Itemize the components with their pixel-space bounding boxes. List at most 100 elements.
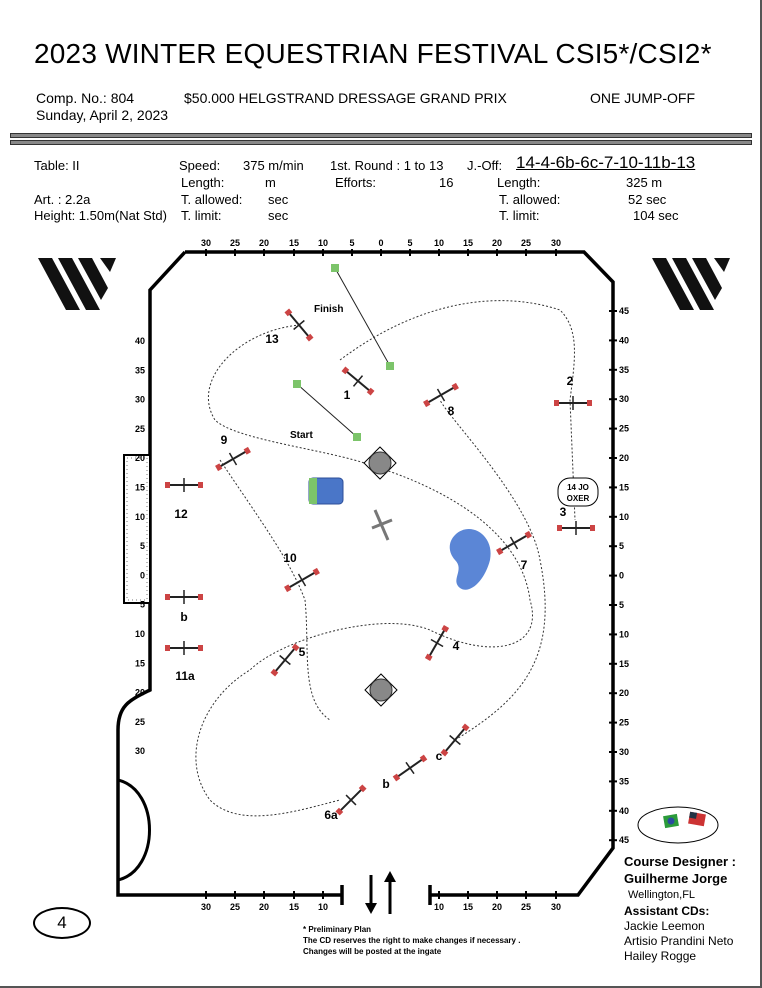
axis-tick-label: 15 xyxy=(463,902,473,912)
jump-number-label: 5 xyxy=(299,645,306,659)
page-title: 2023 WINTER EQUESTRIAN FESTIVAL CSI5*/CS… xyxy=(34,38,712,69)
flower-decoration xyxy=(371,509,393,541)
axis-tick-label: 25 xyxy=(619,424,629,434)
jump-number-label: 4 xyxy=(453,639,460,653)
article: Art. : 2.2a xyxy=(34,192,91,207)
jump-obstacle xyxy=(557,521,595,535)
axis-tick-label: 40 xyxy=(619,806,629,816)
axis-tick-label: 15 xyxy=(135,483,145,493)
page-number: 4 xyxy=(33,907,91,939)
jump-obstacle xyxy=(335,784,367,816)
axis-tick-label: 10 xyxy=(318,238,328,248)
jump-off-label: J.-Off: xyxy=(467,158,503,173)
course-track xyxy=(195,300,576,817)
jump-obstacle xyxy=(284,308,314,342)
divider xyxy=(10,140,752,145)
finish-label: Finish xyxy=(314,304,343,315)
competition-format: ONE JUMP-OFF xyxy=(590,90,695,106)
axis-tick-label: 30 xyxy=(135,746,145,756)
assistant-name: Artisio Prandini Neto xyxy=(624,934,734,948)
axis-tick-label: 15 xyxy=(463,238,473,248)
jump-number-label: b xyxy=(180,610,187,624)
course-designer-label: Course Designer : xyxy=(624,854,736,869)
axis-tick-label: 15 xyxy=(619,659,629,669)
w-logo-left xyxy=(38,258,116,310)
jump-off-time-limit-label: T. limit: xyxy=(499,208,540,223)
svg-text:OXER: OXER xyxy=(567,494,590,503)
jump-obstacle xyxy=(424,625,450,661)
axis-tick-label: 30 xyxy=(619,394,629,404)
jump-number-label: 10 xyxy=(283,551,297,565)
grandstand-box xyxy=(123,454,151,604)
jump-obstacle xyxy=(496,530,532,556)
jump-obstacle xyxy=(165,478,203,492)
w-logo-right xyxy=(652,258,730,310)
axis-tick-label: 10 xyxy=(619,512,629,522)
axis-tick-label: 15 xyxy=(135,658,145,668)
jump-number-label: 3 xyxy=(560,505,567,519)
jump-obstacle xyxy=(554,396,592,410)
axis-tick-label: 10 xyxy=(135,512,145,522)
speed-value: 375 m/min xyxy=(243,158,304,173)
axis-tick-label: 5 xyxy=(407,238,412,248)
date: Sunday, April 2, 2023 xyxy=(36,107,169,123)
axis-tick-label: 40 xyxy=(135,336,145,346)
axis-tick-label: 15 xyxy=(619,482,629,492)
assistants-label: Assistant CDs: xyxy=(624,904,710,918)
axis-tick-label: 20 xyxy=(619,453,629,463)
speed-label: Speed: xyxy=(179,158,221,173)
class-name: $50.000 HELGSTRAND DRESSAGE GRAND PRIX xyxy=(184,90,507,106)
jump-obstacle xyxy=(392,754,428,782)
axis-tick-label: 15 xyxy=(289,902,299,912)
axis-tick-label: 20 xyxy=(492,902,502,912)
jump-number-label: 13 xyxy=(265,332,279,346)
comp-no: Comp. No.: 804 xyxy=(36,90,135,106)
jump-obstacle xyxy=(423,382,459,408)
reserve-note: The CD reserves the right to make change… xyxy=(303,936,521,945)
axis-tick-label: 25 xyxy=(521,902,531,912)
axis-tick-label: 35 xyxy=(619,776,629,786)
axis-tick-label: 45 xyxy=(619,835,629,845)
axis-tick-label: 30 xyxy=(201,238,211,248)
jump-off-time-allowed: 52 sec xyxy=(628,192,667,207)
course-designer-name: Guilherme Jorge xyxy=(624,871,728,886)
axis-tick-label: 20 xyxy=(492,238,502,248)
axis-tick-label: 30 xyxy=(619,747,629,757)
efforts-value: 16 xyxy=(439,175,454,190)
jump-number-label: 7 xyxy=(521,558,528,572)
axis-tick-label: 5 xyxy=(619,600,624,610)
arena-corner-curve xyxy=(117,778,151,882)
changes-note: Changes will be posted at the ingate xyxy=(303,947,442,956)
jump-off-oxer-callout: 14 JO OXER xyxy=(557,477,599,507)
jump-obstacle xyxy=(165,641,203,655)
jump-off-length: 325 m xyxy=(626,175,663,190)
jump-number-label: 1 xyxy=(344,388,351,402)
designer-location: Wellington,FL xyxy=(628,889,696,901)
axis-tick-label: 20 xyxy=(259,902,269,912)
jump-number-label: 8 xyxy=(448,404,455,418)
jump-number-label: 9 xyxy=(221,433,228,447)
assistant-name: Jackie Leemon xyxy=(624,919,705,933)
jump-off-sequence: 14-4-6b-6c-7-10-11b-13 xyxy=(516,153,696,172)
jump-number-label: b xyxy=(382,777,389,791)
jump-number-label: 11a xyxy=(175,669,195,683)
decoration-bottom xyxy=(364,673,398,707)
axis-tick-label: 0 xyxy=(619,571,624,581)
axis-tick-label: 25 xyxy=(230,238,240,248)
axis-tick-label: 35 xyxy=(135,365,145,375)
axis-tick-label: 10 xyxy=(619,629,629,639)
decoration-top xyxy=(363,446,397,480)
efforts-label: Efforts: xyxy=(335,175,376,190)
arena-fence xyxy=(116,250,615,897)
jump-number-label: c xyxy=(436,749,443,763)
time-limit-unit: sec xyxy=(268,208,289,223)
axis-tick-label: 5 xyxy=(140,541,145,551)
axis-tick-label: 30 xyxy=(135,395,145,405)
axis-tick-label: 20 xyxy=(619,688,629,698)
height: Height: 1.50m(Nat Std) xyxy=(34,208,167,223)
table-type: Table: II xyxy=(34,158,80,173)
gate-arrows-icon xyxy=(365,871,396,914)
axis-tick-label: 10 xyxy=(434,902,444,912)
